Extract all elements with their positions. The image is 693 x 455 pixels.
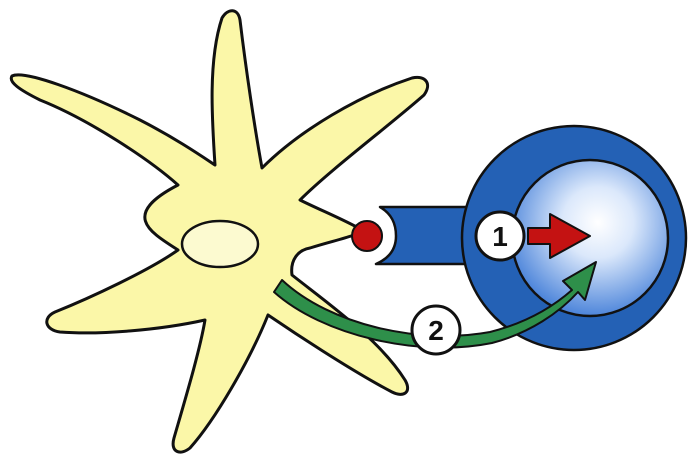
marker-2: 2 bbox=[412, 306, 460, 354]
nucleus bbox=[182, 221, 258, 267]
marker-2-label: 2 bbox=[428, 315, 444, 346]
marker-1-label: 1 bbox=[492, 221, 508, 252]
marker-1: 1 bbox=[476, 212, 524, 260]
t-cell-receptor bbox=[376, 207, 470, 264]
antigen bbox=[352, 221, 382, 251]
